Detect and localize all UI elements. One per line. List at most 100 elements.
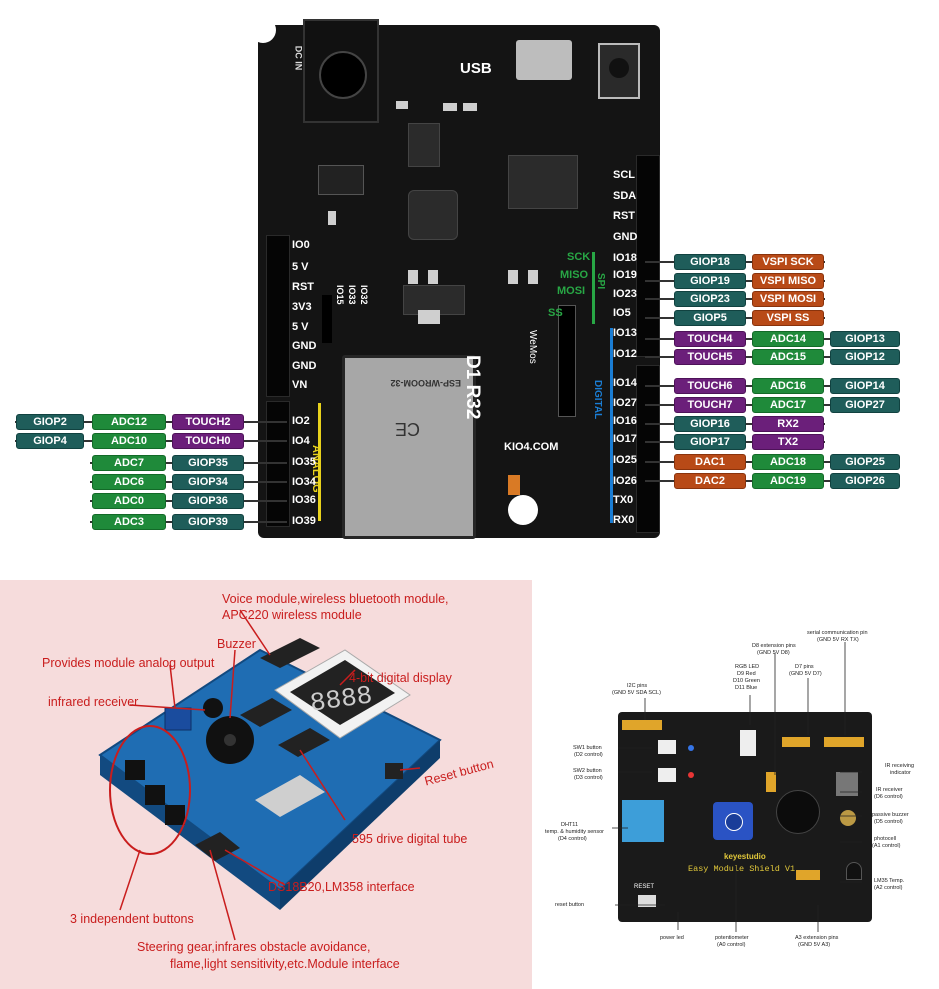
buttons-label: 3 independent buttons (70, 912, 194, 926)
sw2-label: SW2 button (573, 768, 602, 775)
pin-tag: GIOP34 (172, 474, 244, 490)
right-pin: IO23 (613, 288, 637, 300)
photocell-label-2: (A1 control) (872, 843, 900, 850)
d7-pins-label: D7 pins (795, 664, 814, 671)
steering-gear-label: Steering gear,infrares obstacle avoidanc… (137, 940, 370, 954)
pin-tag: TOUCH5 (674, 349, 746, 365)
usb-serial-chip (508, 155, 578, 209)
rgb-led-label-4: D11 Blue (735, 685, 757, 692)
rgb-led-label-2: D9 Red (737, 671, 756, 678)
digital-tube-label: 595 drive digital tube (352, 832, 467, 846)
pin-tag: VSPI MISO (752, 273, 824, 289)
sw2-label-2: (D3 control) (574, 775, 603, 782)
power-led-label: power led (660, 935, 684, 942)
right-pin: IO12 (613, 348, 637, 360)
board-reset-button (598, 43, 640, 99)
rgb-led-label: RGB LED (735, 664, 759, 671)
spi-pin: SS (548, 307, 563, 319)
pin-tag: GIOP19 (674, 273, 746, 289)
pin-tag: ADC12 (92, 414, 166, 430)
model-label: D1 R32 (461, 355, 483, 419)
right-pin: TX0 (613, 494, 633, 506)
diode (318, 165, 364, 195)
pin-tag: GIOP26 (830, 473, 900, 489)
tantalum-cap (508, 475, 520, 495)
photocell-label: photocell (874, 836, 896, 843)
infrared-receiver-label: infrared receiver (48, 695, 138, 709)
regulator-chip (408, 123, 440, 167)
mounting-hole (508, 495, 538, 525)
dc-label: DC IN (293, 46, 303, 71)
right-pin: IO27 (613, 397, 637, 409)
pin-tag: GIOP23 (674, 291, 746, 307)
pin-tag: DAC2 (674, 473, 746, 489)
pin-tag: TX2 (752, 434, 824, 450)
pin-tag: GIOP16 (674, 416, 746, 432)
pin-tag: VSPI MOSI (752, 291, 824, 307)
right-pin: GND (613, 231, 637, 243)
pin-tag: GIOP35 (172, 455, 244, 471)
spi-pin: SCK (567, 251, 590, 263)
i2c-pins-label-2: (GND 5V SDA SCL) (612, 690, 661, 697)
right-pin: SDA (613, 190, 636, 202)
right-pin: IO25 (613, 454, 637, 466)
lm35-label-2: (A2 control) (874, 885, 902, 892)
d8-pins-label: D8 extension pins (752, 643, 796, 650)
right-pin: IO16 (613, 415, 637, 427)
left-power-header (266, 235, 290, 397)
right-header-top (636, 155, 660, 357)
potentiometer-label: potentiometer (715, 935, 749, 942)
left-pin: 5 V (292, 321, 309, 333)
pin-tag: ADC7 (92, 455, 166, 471)
pin-tag: TOUCH0 (172, 433, 244, 449)
small-pin-label: IO32 (358, 285, 370, 305)
digital-display-label: 4-bit digital display (349, 671, 452, 685)
lm35-label: LM35 Temp. (874, 878, 904, 885)
spi-pin: MISO (560, 269, 588, 281)
pin-tag: VSPI SCK (752, 254, 824, 270)
site-label: KIO4.COM (504, 441, 558, 453)
dc-jack (303, 19, 379, 123)
inductor (408, 190, 458, 240)
small-pin-label: IO15 (334, 285, 346, 305)
buzzer-label: Buzzer (217, 637, 256, 651)
pin-tag: ADC18 (752, 454, 824, 470)
pin-tag: ADC15 (752, 349, 824, 365)
reset-button-label: reset button (555, 902, 584, 909)
dht11-label: DHT11 (561, 822, 578, 829)
smd-part (428, 270, 438, 284)
pin-tag: GIOP13 (830, 331, 900, 347)
pin-tag: RX2 (752, 416, 824, 432)
pin-tag: ADC6 (92, 474, 166, 490)
pin-tag: ADC3 (92, 514, 166, 530)
serial-pin-label-2: (GND 5V RX TX) (817, 637, 859, 644)
right-pin: IO13 (613, 327, 637, 339)
pin-tag: DAC1 (674, 454, 746, 470)
left-pin: VN (292, 379, 307, 391)
smd-part (396, 101, 408, 109)
steering-gear-label-2: flame,light sensitivity,etc.Module inter… (170, 957, 400, 971)
pin-tag: GIOP14 (830, 378, 900, 394)
ds18b20-label: DS18B20,LM358 interface (268, 880, 415, 894)
small-pin-label: IO33 (346, 285, 358, 305)
left-pin: IO36 (292, 494, 316, 506)
left-pin: RST (292, 281, 314, 293)
usb-label: USB (460, 60, 492, 77)
d8-pins-label-2: (GND 5V D8) (757, 650, 790, 657)
usb-port (516, 40, 572, 80)
dht11-label-2: temp. & humidity sensor (545, 829, 604, 836)
potentiometer-label-2: (A0 control) (717, 942, 745, 949)
pin-tag: GIOP27 (830, 397, 900, 413)
right-pin: IO19 (613, 269, 637, 281)
pin-tag: GIOP39 (172, 514, 244, 530)
left-pin: GND (292, 340, 316, 352)
shield-photo-drawing: 8888 (0, 580, 532, 989)
pin-tag: VSPI SS (752, 310, 824, 326)
esp32-module: ESP-WROOM-32 CE (342, 355, 476, 539)
i2c-pins-label: I2C pins (627, 683, 647, 690)
left-pin: IO4 (292, 435, 310, 447)
esp32-board: DC IN USB ESP-WROOM-32 CE D1 R32 WeMos K… (258, 25, 660, 538)
smd-part (328, 211, 336, 225)
analog-output-label: Provides module analog output (42, 656, 214, 670)
spi-pin: MOSI (557, 285, 585, 297)
